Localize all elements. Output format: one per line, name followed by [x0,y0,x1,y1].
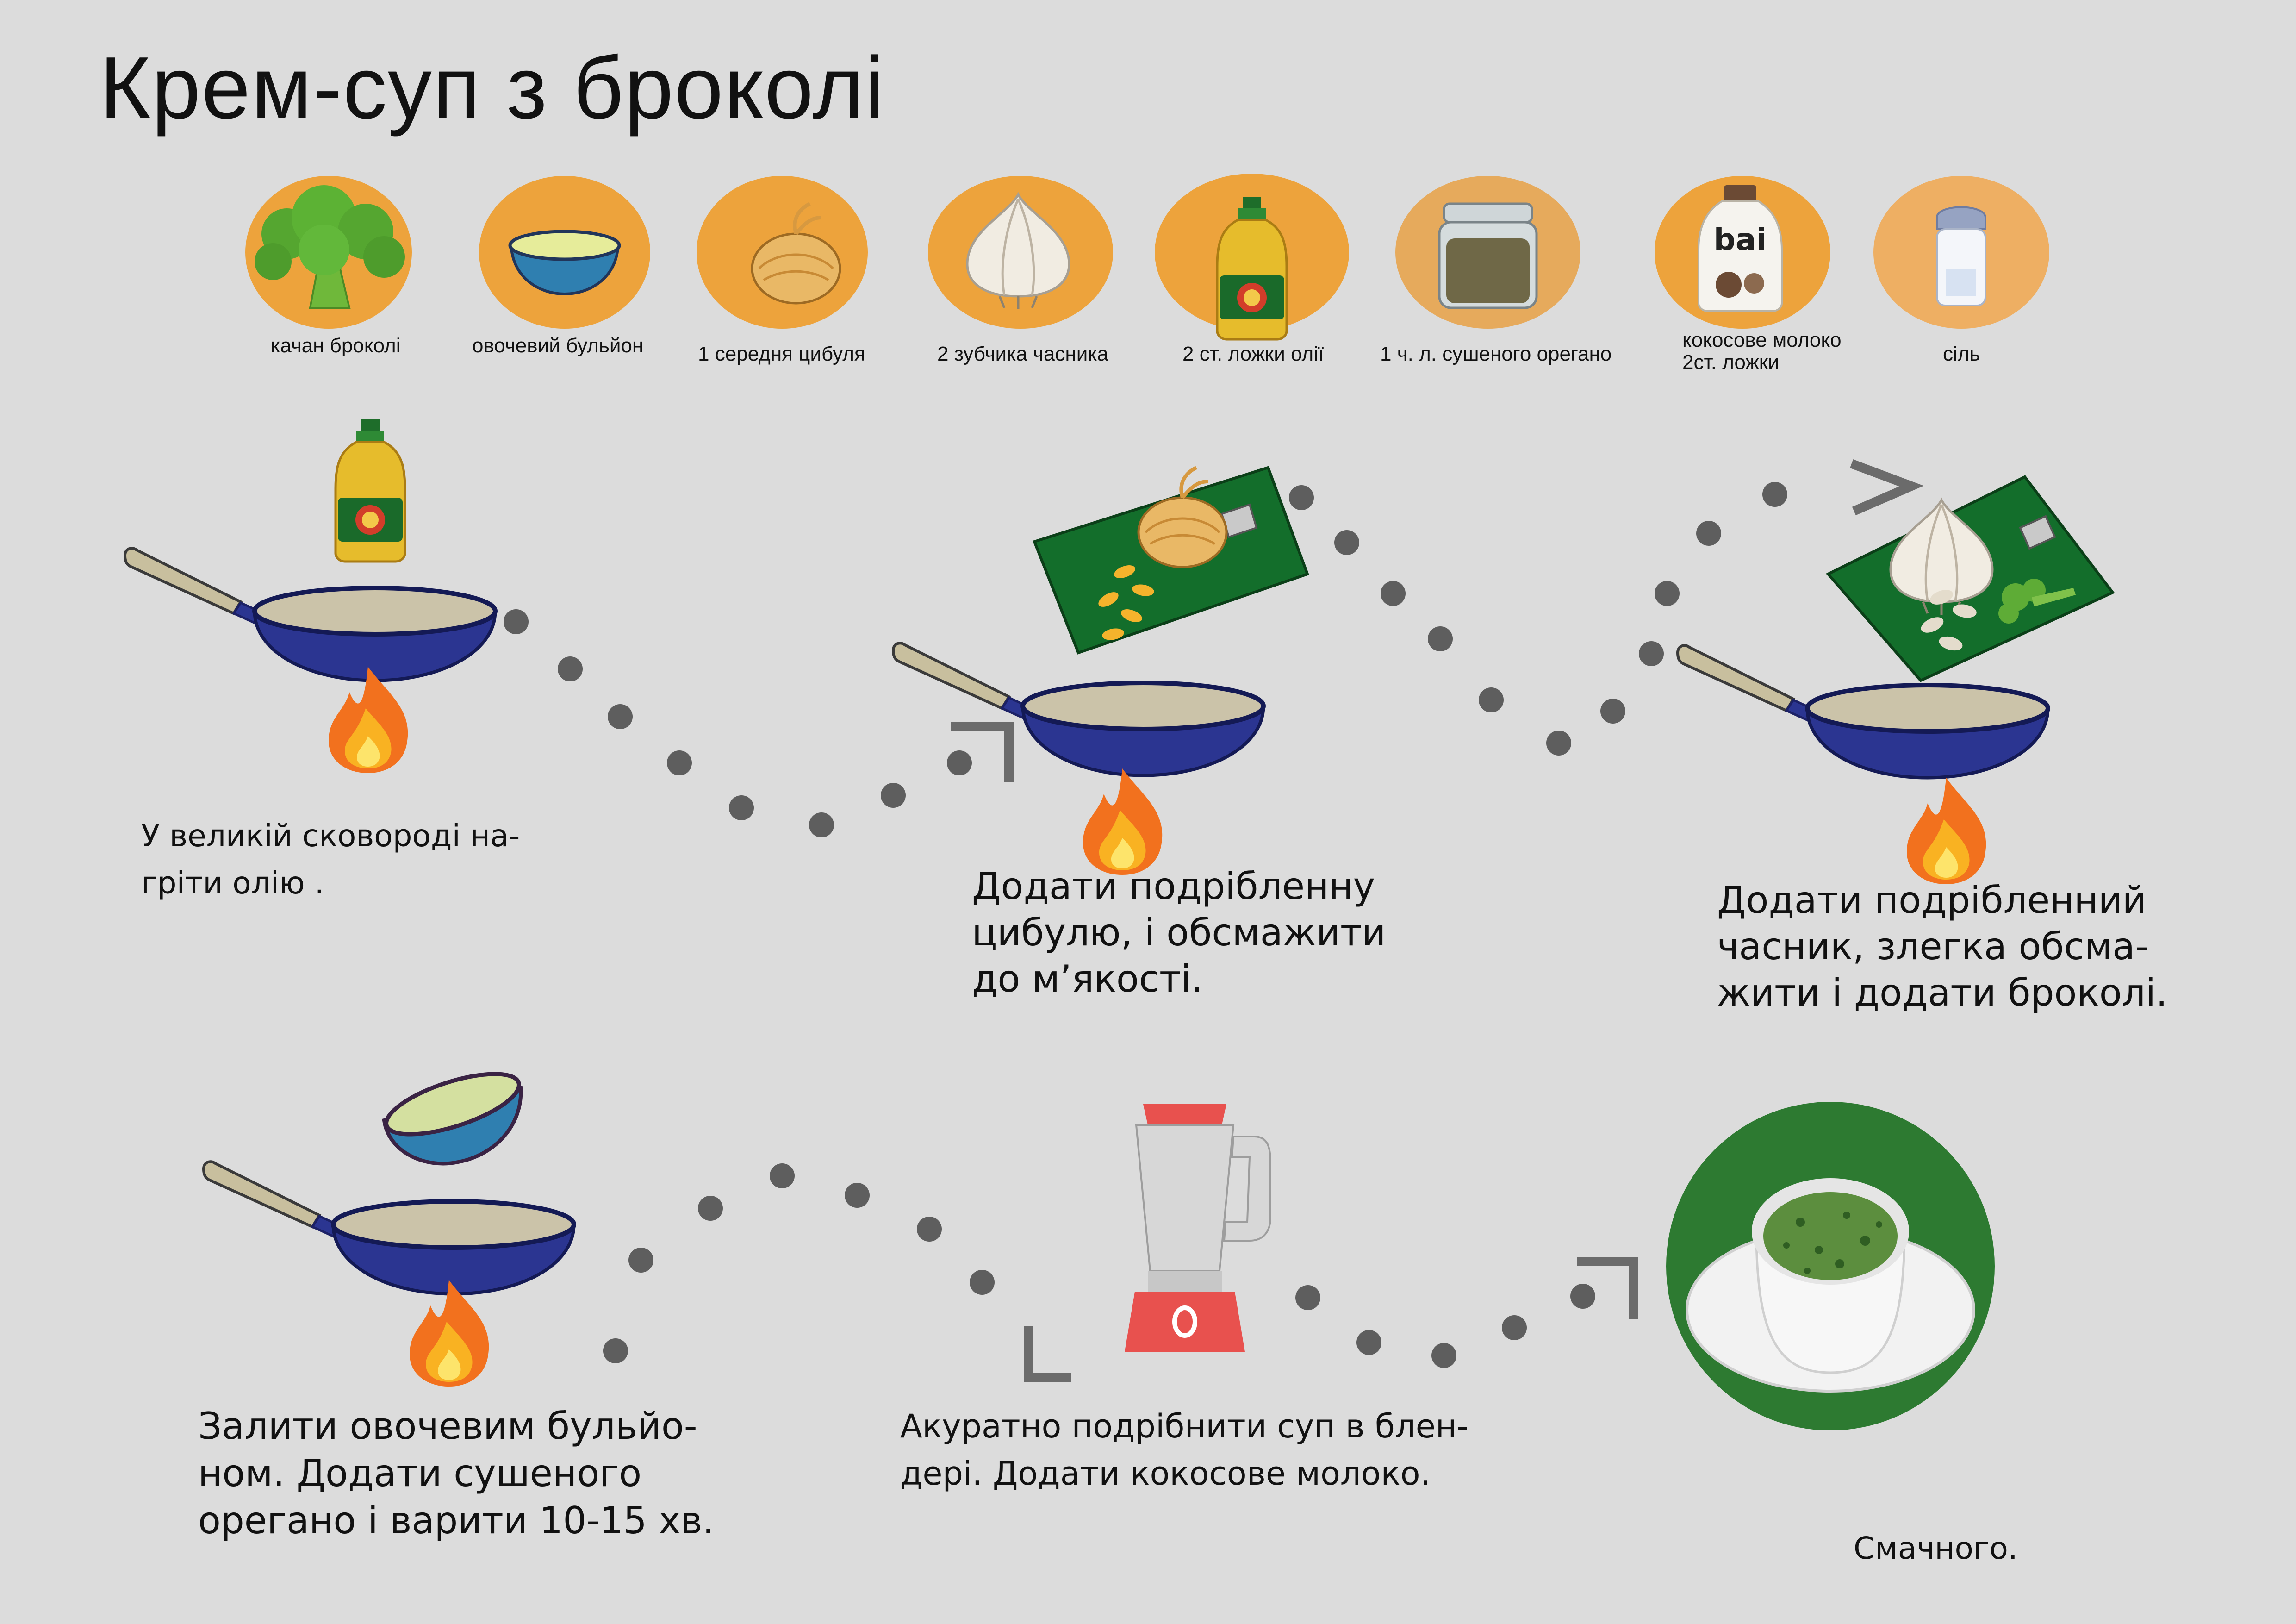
step1-pan-icon [125,548,495,681]
step2-cutting-board-icon [1033,468,1309,655]
dotted-path-steps [504,482,1787,1368]
step5-blender-icon [1125,1104,1271,1352]
step4-broth-bowl-icon [382,1072,523,1166]
step1-flame-icon [329,667,408,773]
arrow-chevron-3 [1024,1326,1071,1382]
coconut-milk-bottle-icon: bai [1698,185,1783,312]
step3-flame-icon [1907,778,1986,884]
oregano-jar-icon [1438,202,1538,309]
step3-cutting-board-icon [1826,475,2115,682]
salt-shaker-icon [1936,206,1986,306]
ingredient-label-broccoli: качан броколі [271,334,401,357]
step1-text: У великій сковороді на- гріти олію . [141,818,520,901]
ingredient-label-salt: сіль [1943,343,1980,365]
ingredient-label-oil: 2 ст. ложки олії [1182,343,1324,365]
bottle-logo-text: bai [1714,222,1767,257]
path-arrows [951,459,1924,1382]
ingredient-icons-row: bai [245,174,2049,339]
step3-text: Додати подрібленний часник, злегка обсма… [1717,879,2168,1014]
step5-text: Акуратно подрібнити суп в блен- дері. До… [900,1407,1468,1493]
step4-text: Залити овочевим бульйо- ном. Додати суше… [198,1405,715,1542]
final-dish-icon [1666,1102,1995,1430]
step2-text: Додати подрібленну цибулю, і обсмажити д… [972,865,1386,1000]
ingredient-label-garlic: 2 зубчика часника [937,343,1108,365]
ingredient-label-coconut-milk: кокосове молоко [1682,329,1842,351]
broth-bowl-icon [508,230,621,296]
ingredient-label-onion: 1 середня цибуля [698,343,865,365]
ingredient-label-broth: овочевий бульйон [472,334,644,357]
arrow-chevron-1 [951,722,1014,782]
page-title: Крем-суп з броколі [100,39,885,137]
ingredient-label-coconut-amount: 2ст. ложки [1682,351,1780,374]
step4-pan-icon [204,1162,574,1294]
arrow-chevron-4 [1577,1257,1638,1319]
step4-flame-icon [410,1280,489,1387]
arrow-chevron-2 [1850,459,1924,516]
step3-pan-icon [1678,645,2048,778]
step1-oil-bottle-icon [336,419,405,562]
step2-pan-icon [893,643,1263,775]
final-text: Смачного. [1854,1530,2018,1566]
ingredient-label-oregano: 1 ч. л. сушеного орегано [1380,343,1612,365]
step2-flame-icon [1083,768,1163,875]
broccoli-icon [255,185,405,309]
